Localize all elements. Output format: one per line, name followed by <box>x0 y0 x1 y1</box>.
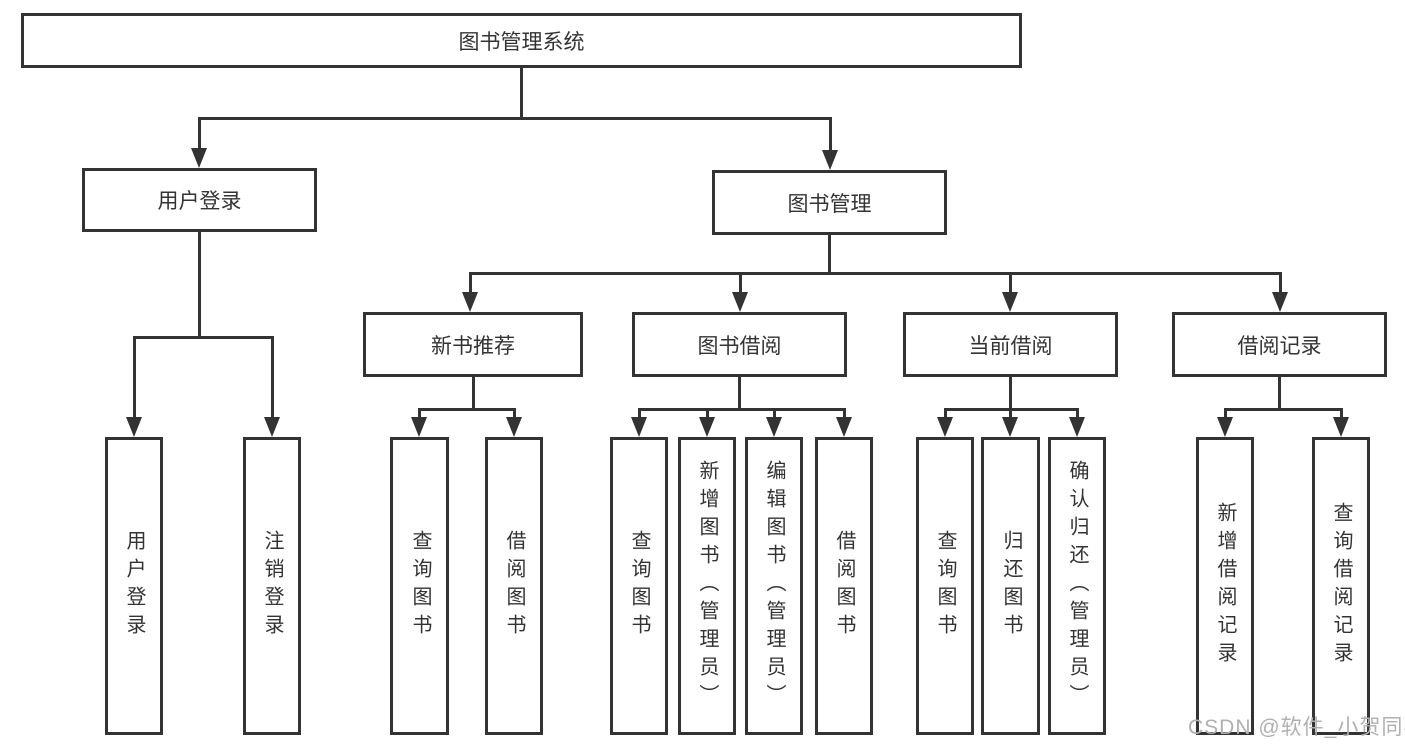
leaf-br-add-record: 新增借阅记录 <box>1196 437 1254 735</box>
arrow-to-borrowing-records <box>1272 272 1288 312</box>
arrow-to-bb-borrow <box>836 408 852 437</box>
leaf-bb-edit-books-admin: 编辑图书（管理员） <box>745 437 803 735</box>
leaf-logout: 注销登录 <box>243 437 301 735</box>
connector-records-branch <box>1224 408 1343 411</box>
arrow-to-bb-edit <box>766 408 782 437</box>
leaf-cb-return-books: 归还图书 <box>981 437 1040 735</box>
arrow-to-nb-borrow <box>506 408 522 437</box>
arrow-to-leaf-logout <box>264 336 280 437</box>
node-current-borrowing: 当前借阅 <box>903 312 1118 377</box>
connector-root-branch <box>198 117 831 120</box>
connector-borrowing-branch <box>638 408 845 411</box>
arrow-to-br-add <box>1217 408 1233 437</box>
arrow-to-br-search <box>1333 408 1349 437</box>
connector-login-stem <box>198 232 201 336</box>
connector-current-stem <box>1009 377 1012 408</box>
connector-management-branch <box>469 272 1281 275</box>
leaf-user-login: 用户登录 <box>105 437 163 735</box>
connector-login-branch <box>133 336 273 339</box>
leaf-nb-search-books: 查询图书 <box>390 437 449 735</box>
connector-newbooks-branch <box>418 408 515 411</box>
arrow-to-cb-return <box>1002 408 1018 437</box>
node-new-book-recommend: 新书推荐 <box>363 312 583 377</box>
arrow-to-book-borrowing <box>732 272 748 312</box>
arrow-to-bb-add <box>699 408 715 437</box>
leaf-bb-borrow-books: 借阅图书 <box>815 437 873 735</box>
node-book-management: 图书管理 <box>712 170 947 235</box>
arrow-to-cb-confirm <box>1069 408 1085 437</box>
arrow-to-cb-search <box>937 408 953 437</box>
connector-borrowing-stem <box>738 377 741 408</box>
arrow-to-user-login <box>191 117 207 168</box>
connector-management-stem <box>828 235 831 272</box>
arrow-to-bb-search <box>631 408 647 437</box>
leaf-bb-search-books: 查询图书 <box>610 437 668 735</box>
connector-newbooks-stem <box>472 377 475 408</box>
node-book-borrowing: 图书借阅 <box>632 312 847 377</box>
node-user-login: 用户登录 <box>82 168 317 232</box>
node-borrowing-records: 借阅记录 <box>1172 312 1387 377</box>
leaf-nb-borrow-books: 借阅图书 <box>485 437 543 735</box>
arrow-to-book-management <box>822 117 838 170</box>
leaf-bb-add-books-admin: 新增图书（管理员） <box>678 437 736 735</box>
connector-records-stem <box>1278 377 1281 408</box>
leaf-cb-search-books: 查询图书 <box>916 437 974 735</box>
connector-root-stem <box>520 68 523 117</box>
leaf-br-search-record: 查询借阅记录 <box>1312 437 1370 735</box>
leaf-cb-confirm-return-admin: 确认归还（管理员） <box>1048 437 1106 735</box>
node-root-library-system: 图书管理系统 <box>21 13 1022 68</box>
csdn-watermark: CSDN @软件_小贺同学 <box>1188 716 1405 739</box>
arrow-to-leaf-user-login <box>126 336 142 437</box>
arrow-to-current-borrowing <box>1002 272 1018 312</box>
arrow-to-nb-search <box>411 408 427 437</box>
arrow-to-new-books <box>462 272 478 312</box>
